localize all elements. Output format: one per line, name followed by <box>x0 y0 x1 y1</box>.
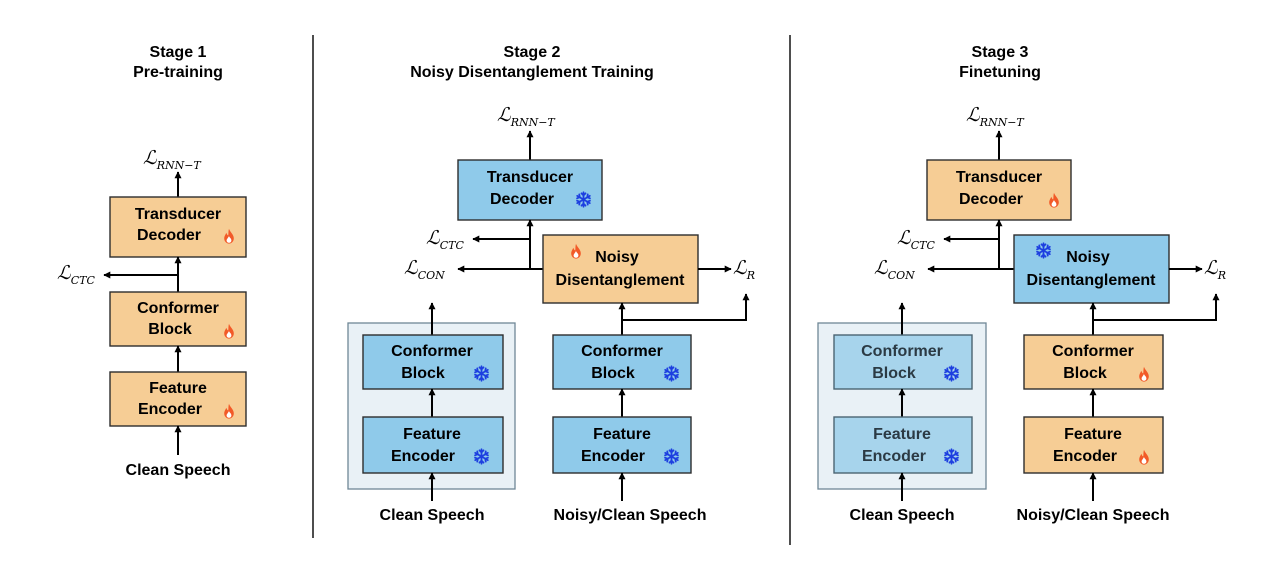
input-clean-speech: Clean Speech <box>126 462 231 479</box>
feature-encoder-block <box>552 416 692 474</box>
stage-1-subtitle: Pre-training <box>133 64 223 81</box>
feature-encoder-label: Encoder <box>391 448 455 465</box>
feature-encoder-label: Feature <box>1064 426 1122 443</box>
transducer-decoder-block <box>457 159 603 221</box>
arrow-skip-to-loss-r <box>1093 293 1220 321</box>
feature-encoder-label: Encoder <box>581 448 645 465</box>
loss-ctc-label: ℒCTC <box>897 227 935 252</box>
transducer-decoder-label: Transducer <box>135 206 221 223</box>
feature-encoder-label: Encoder <box>1053 448 1117 465</box>
noisy-disentanglement-label: Noisy <box>1066 249 1110 266</box>
transducer-decoder-label: Decoder <box>137 227 201 244</box>
loss-ctc-label: ℒCTC <box>57 262 95 287</box>
conformer-block-label: Conformer <box>581 343 663 360</box>
loss-con-label: ℒCON <box>404 257 445 282</box>
feature-encoder-label: Feature <box>593 426 651 443</box>
conformer-block-label: Conformer <box>1052 343 1134 360</box>
transducer-decoder-label: Transducer <box>956 169 1042 186</box>
transducer-decoder-label: Transducer <box>487 169 573 186</box>
conformer-block-label: Block <box>591 365 635 382</box>
stage-2: Stage 2 Noisy Disentanglement Training ℒ… <box>347 44 755 524</box>
stage-3-subtitle: Finetuning <box>959 64 1041 81</box>
input-noisy-clean-speech: Noisy/Clean Speech <box>1017 507 1170 524</box>
conformer-block-label: Conformer <box>391 343 473 360</box>
stage-3: Stage 3 Finetuning ℒRNN−T Transducer Dec… <box>817 44 1226 524</box>
noisy-disentanglement-label: Disentanglement <box>1027 272 1157 289</box>
conformer-block-label: Block <box>1063 365 1107 382</box>
conformer-block-label: Block <box>401 365 445 382</box>
input-clean-speech: Clean Speech <box>380 507 485 524</box>
conformer-block-label: Block <box>148 321 192 338</box>
feature-encoder-label: Encoder <box>862 448 926 465</box>
transducer-decoder-block <box>926 159 1072 221</box>
conformer-block-label: Conformer <box>137 300 219 317</box>
transducer-decoder-block <box>109 196 247 258</box>
stage-1: Stage 1 Pre-training ℒRNN−T Transducer D… <box>57 44 247 479</box>
loss-con-label: ℒCON <box>874 257 915 282</box>
loss-rnnt-label: ℒRNN−T <box>143 147 202 172</box>
noisy-disentanglement-block <box>1013 234 1170 304</box>
feature-encoder-block <box>833 416 973 474</box>
loss-r-label: ℒR <box>733 257 755 282</box>
loss-rnnt-label: ℒRNN−T <box>966 104 1025 129</box>
noisy-disentanglement-block <box>542 234 699 304</box>
conformer-block <box>552 334 692 390</box>
arrow-skip-to-loss-r <box>622 293 750 321</box>
feature-encoder-label: Feature <box>403 426 461 443</box>
transducer-decoder-label: Decoder <box>959 191 1023 208</box>
feature-encoder-label: Feature <box>149 380 207 397</box>
conformer-block-label: Conformer <box>861 343 943 360</box>
loss-rnnt-label: ℒRNN−T <box>497 104 556 129</box>
loss-r-label: ℒR <box>1204 257 1226 282</box>
feature-encoder-label: Feature <box>873 426 931 443</box>
feature-encoder-block <box>109 371 247 427</box>
stage-2-title: Stage 2 <box>504 44 561 61</box>
input-noisy-clean-speech: Noisy/Clean Speech <box>554 507 707 524</box>
stage-1-title: Stage 1 <box>150 44 207 61</box>
noisy-disentanglement-label: Noisy <box>595 249 639 266</box>
loss-ctc-label: ℒCTC <box>426 227 464 252</box>
conformer-block <box>1023 334 1164 390</box>
stage-2-subtitle: Noisy Disentanglement Training <box>410 64 654 81</box>
stage-3-title: Stage 3 <box>972 44 1029 61</box>
conformer-block-label: Block <box>872 365 916 382</box>
transducer-decoder-label: Decoder <box>490 191 554 208</box>
feature-encoder-label: Encoder <box>138 401 202 418</box>
input-clean-speech: Clean Speech <box>850 507 955 524</box>
noisy-disentanglement-label: Disentanglement <box>556 272 686 289</box>
